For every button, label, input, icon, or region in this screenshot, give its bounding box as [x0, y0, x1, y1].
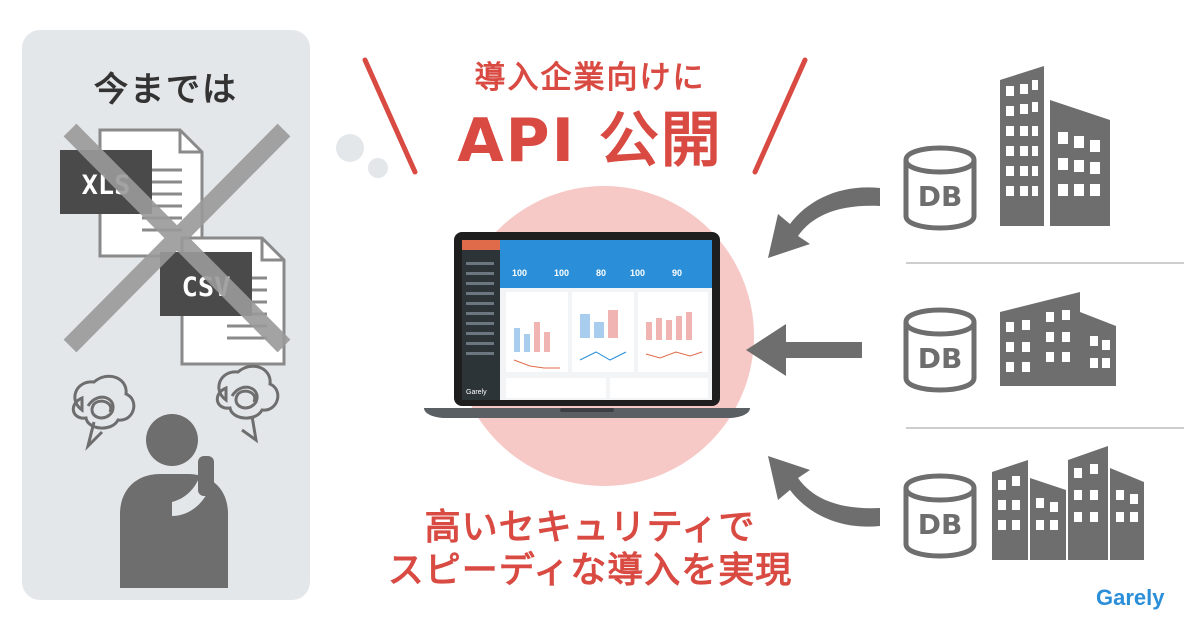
building-icon	[992, 446, 1144, 560]
scribble-icon	[71, 374, 136, 451]
scribble-icon	[215, 364, 280, 444]
tagline-line2: スピーディな導入を実現	[387, 550, 793, 591]
db-label: DB	[918, 508, 963, 541]
database-icon: DB	[906, 310, 974, 390]
headline-burst	[362, 57, 808, 175]
stat-value: 80	[596, 268, 606, 278]
legacy-illustration: XLS CSV	[60, 123, 291, 588]
data-sources: DB DB DB	[746, 66, 1184, 560]
stat-value: 100	[512, 268, 527, 278]
headline-title: API 公開	[457, 106, 723, 176]
stat-value: 100	[630, 268, 645, 278]
stat-value: 100	[554, 268, 569, 278]
arrow-icon	[768, 456, 880, 527]
building-icon	[1000, 66, 1110, 226]
arrow-icon	[768, 187, 880, 258]
thought-bubble-icon	[336, 134, 388, 178]
database-icon: DB	[906, 148, 974, 228]
laptop-illustration: Garely 100 100 80 100 90	[424, 186, 754, 486]
tagline-line1: 高いセキュリティで	[424, 507, 756, 548]
stat-value: 90	[672, 268, 682, 278]
confused-person-icon	[120, 414, 228, 588]
database-icon: DB	[906, 476, 974, 556]
burst-lines-icon	[362, 57, 808, 175]
headline-lead: 導入企業向けに	[474, 60, 706, 96]
db-label: DB	[918, 180, 963, 213]
building-icon	[1000, 292, 1116, 386]
arrow-icon	[746, 324, 862, 376]
db-label: DB	[918, 342, 963, 375]
legacy-title: 今までは	[94, 70, 238, 110]
laptop-app-name: Garely	[466, 389, 487, 396]
brand-logo: Garely	[1096, 585, 1165, 610]
document-icon: CSV	[160, 236, 286, 366]
cross-out-icon	[63, 123, 291, 353]
laptop-icon: Garely 100 100 80 100 90	[424, 232, 750, 418]
